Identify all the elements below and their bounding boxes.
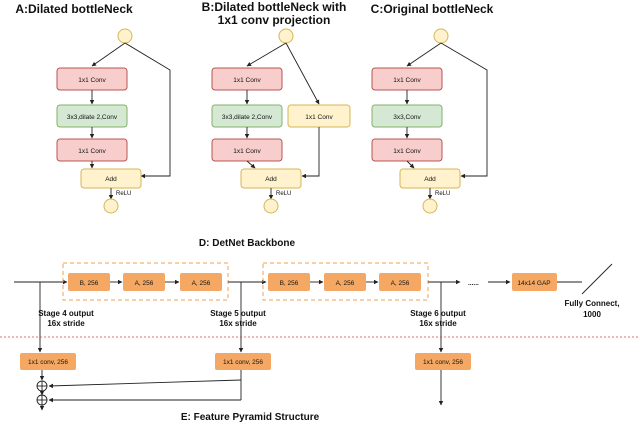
conv-1x1-256-stage6 [415,353,471,370]
input-node [433,28,449,44]
stage-6-label: Stage 6 output [410,309,466,318]
block-label: A, 256 [391,280,410,287]
title-original-bottleneck: C:Original bottleNeck [371,2,494,16]
input-node [278,28,294,44]
add-label: Add [424,176,436,183]
block-label: A, 256 [192,280,211,287]
relu-label: ReLU [276,191,291,197]
block-a: 1x1 Conv 3x3,dilate 2,Conv 1x1 Conv Add … [56,28,171,214]
ellipsis: ...... [468,280,479,287]
stage-5-stride: 16x stride [219,319,257,328]
block-label: B, 256 [280,280,299,287]
stage-5-group-outline [62,262,229,301]
conv-label: 1x1 conv, 256 [223,359,263,366]
title-dilated-bottleneck: A:Dilated bottleNeck [15,2,133,16]
conv-label: 1x1 Conv [78,77,106,84]
stage-5-label: Stage 5 output [210,309,266,318]
block-b: 1x1 Conv 3x3,dilate 2,Conv 1x1 Conv 1x1 … [211,28,351,214]
feature-pyramid: 1x1 conv, 256 1x1 conv, 256 1x1 conv, 25… [20,353,471,423]
conv-label: 1x1 conv, 256 [28,359,68,366]
conv-label: 3x3,Conv [393,114,421,121]
conv-label: 1x1 Conv [393,77,421,84]
conv-label: 1x1 Conv [393,148,421,155]
block-b-256 [68,273,110,291]
conv-label: 1x1 Conv [233,77,261,84]
gap-label: 14x14 GAP [517,280,550,287]
block-label: A, 256 [336,280,355,287]
fully-connect-label: Fully Connect, [564,299,619,308]
add-label: Add [265,176,277,183]
block-a-256 [123,273,165,291]
conv-label: 1x1 Conv [78,148,106,155]
conv-label: 1x1 Conv [305,114,333,121]
stage-4-stride: 16x stride [47,319,85,328]
title-dilated-projection-line1: B:Dilated bottleNeck with [202,0,347,14]
title-detnet-backbone: D: DetNet Backbone [199,238,296,249]
block-a-256 [324,273,366,291]
stage-6-group-outline [262,262,429,301]
relu-label: ReLU [116,191,131,197]
conv-1x1-256-stage5 [215,353,271,370]
block-label: B, 256 [80,280,99,287]
conv-1x1-256-stage4 [20,353,76,370]
fully-connect-line [581,263,613,295]
conv-label: 3x3,dilate 2,Conv [222,114,273,121]
output-node [263,198,279,214]
conv-label: 3x3,dilate 2,Conv [67,114,118,121]
block-b-256 [268,273,310,291]
input-node [117,28,133,44]
block-a-256 [180,273,222,291]
add-label: Add [105,176,117,183]
fully-connect-units: 1000 [583,310,601,319]
stage-4-label: Stage 4 output [38,309,94,318]
backbone-row: B, 256 A, 256 A, 256 B, 256 A, 256 A, 25… [14,262,620,353]
gap-block [512,273,557,291]
title-dilated-projection-line2: 1x1 conv projection [218,13,331,27]
output-node [103,198,119,214]
block-c: 1x1 Conv 3x3,Conv 1x1 Conv Add ReLU [371,28,488,214]
conv-label: 1x1 conv, 256 [423,359,463,366]
output-node [422,198,438,214]
conv-label: 1x1 Conv [233,148,261,155]
block-a-256 [379,273,421,291]
title-feature-pyramid: E: Feature Pyramid Structure [181,412,320,423]
stage-6-stride: 16x stride [419,319,457,328]
block-label: A, 256 [135,280,154,287]
relu-label: ReLU [435,191,450,197]
